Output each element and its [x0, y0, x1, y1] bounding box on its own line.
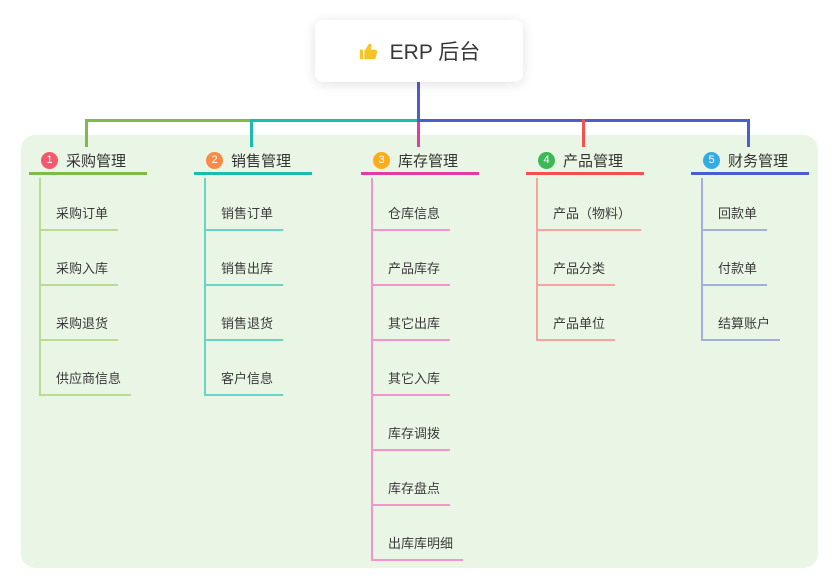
connector-line	[250, 119, 419, 122]
child-node[interactable]: 销售出库	[204, 261, 284, 286]
branch-node-4[interactable]: 4 产品管理	[526, 148, 644, 175]
branch-title-label: 库存管理	[398, 152, 459, 170]
branch-node-3[interactable]: 3 库存管理	[361, 148, 479, 175]
branch-child-connector	[204, 178, 206, 396]
child-node[interactable]: 销售订单	[204, 206, 284, 231]
connector-line	[250, 119, 253, 147]
connector-line	[747, 119, 750, 147]
branch-node-2[interactable]: 2 销售管理	[194, 148, 312, 175]
child-node[interactable]: 产品单位	[536, 316, 616, 341]
branch-child-connector	[371, 178, 373, 561]
child-node[interactable]: 其它出库	[371, 316, 451, 341]
connector-line	[417, 82, 420, 122]
child-node[interactable]: 库存盘点	[371, 481, 451, 506]
branch-index-badge: 3	[373, 151, 390, 169]
thumbs-up-icon	[359, 43, 377, 60]
branch-title-label: 销售管理	[231, 152, 292, 170]
root-node[interactable]: ERP 后台	[315, 20, 523, 82]
branch-node-1[interactable]: 1 采购管理	[29, 148, 147, 175]
child-node[interactable]: 仓库信息	[371, 206, 451, 231]
branch-title-label: 产品管理	[563, 152, 624, 170]
child-node[interactable]: 付款单	[701, 261, 768, 286]
connector-line	[85, 119, 252, 122]
branch-index-badge: 2	[206, 151, 223, 169]
branch-child-connector	[39, 178, 41, 396]
branch-child-connector	[536, 178, 538, 341]
connector-line	[582, 119, 585, 147]
root-title: ERP 后台	[389, 41, 481, 64]
branch-index-badge: 4	[538, 151, 555, 169]
branch-index-badge: 1	[41, 151, 58, 169]
branches-panel	[21, 135, 818, 568]
child-node[interactable]: 客户信息	[204, 371, 284, 396]
child-node[interactable]: 采购退货	[39, 316, 119, 341]
connector-line	[85, 119, 88, 147]
connector-line	[417, 122, 420, 147]
child-node[interactable]: 其它入库	[371, 371, 451, 396]
child-node[interactable]: 库存调拨	[371, 426, 451, 451]
branch-title-label: 财务管理	[728, 152, 789, 170]
child-node[interactable]: 供应商信息	[39, 371, 132, 396]
child-node[interactable]: 结算账户	[701, 316, 781, 341]
branch-index-badge: 5	[703, 151, 720, 169]
branch-node-5[interactable]: 5 财务管理	[691, 148, 809, 175]
branch-title-label: 采购管理	[66, 152, 127, 170]
child-node[interactable]: 产品分类	[536, 261, 616, 286]
child-node[interactable]: 销售退货	[204, 316, 284, 341]
branch-child-connector	[701, 178, 703, 341]
child-node[interactable]: 采购入库	[39, 261, 119, 286]
child-node[interactable]: 产品（物料）	[536, 206, 642, 231]
child-node[interactable]: 回款单	[701, 206, 768, 231]
child-node[interactable]: 出库库明细	[371, 536, 464, 561]
child-node[interactable]: 产品库存	[371, 261, 451, 286]
child-node[interactable]: 采购订单	[39, 206, 119, 231]
